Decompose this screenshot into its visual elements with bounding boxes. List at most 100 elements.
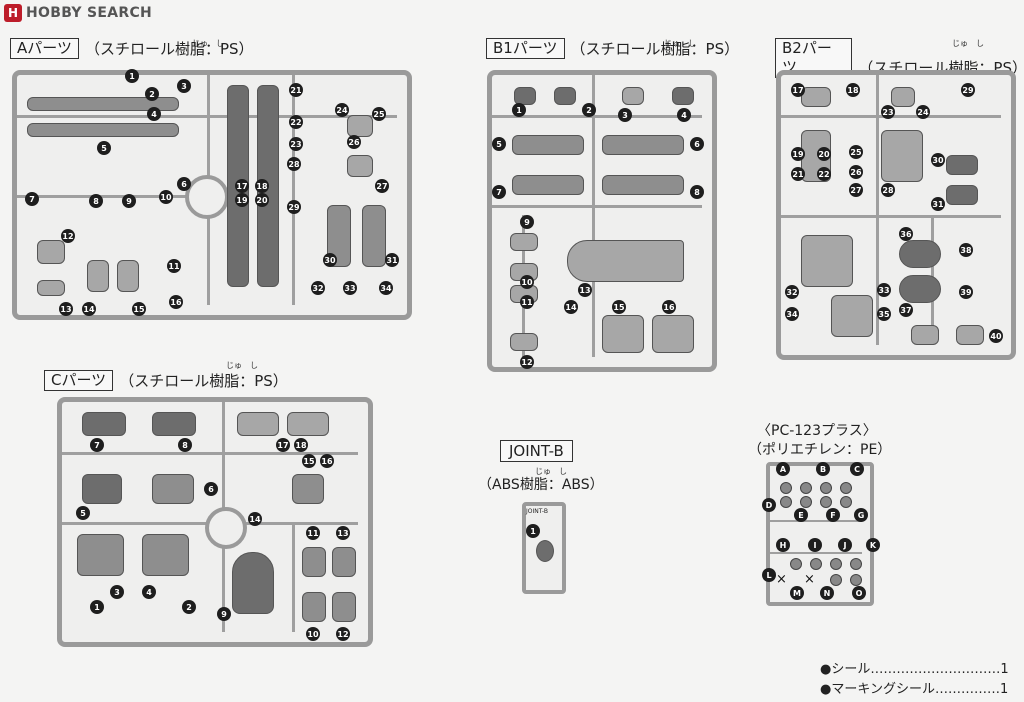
a-part-number: 25 — [372, 107, 386, 121]
c-part-number: 1 — [90, 600, 104, 614]
c-part-number: 16 — [320, 454, 334, 468]
c-part-13 — [332, 547, 356, 577]
b1-material: （スチロール樹脂：PS） — [570, 40, 740, 58]
b1-part-number: 8 — [690, 185, 704, 199]
a-part-number: 15 — [132, 302, 146, 316]
c-part-number: 11 — [306, 526, 320, 540]
a-sprue-frame: 1 3 2 4 5 6 7 8 9 10 11 12 13 14 15 16 1… — [12, 69, 412, 320]
c-part-number: 9 — [217, 607, 231, 621]
a-part-number: 33 — [343, 281, 357, 295]
c-part-11 — [302, 547, 326, 577]
b1-part-number: 11 — [520, 295, 534, 309]
a-part-number: 8 — [89, 194, 103, 208]
a-barrel-part-1 — [27, 97, 179, 111]
b1-sprue-frame: 1 2 3 4 5 6 7 8 9 10 11 12 13 14 15 16 — [487, 70, 717, 372]
c-part-number: 3 — [110, 585, 124, 599]
b2-part-number: 27 — [849, 183, 863, 197]
b1-part-number: 7 — [492, 185, 506, 199]
pe-letter: J — [838, 538, 852, 552]
pe-gate-h1 — [770, 520, 862, 522]
a-header: Aパーツ （スチロール樹脂：PS） — [10, 38, 254, 59]
a-part-number: 19 — [235, 193, 249, 207]
b2-part-number: 22 — [817, 167, 831, 181]
b1-part-number: 15 — [612, 300, 626, 314]
pe-sprue-frame: A B C D E F G H I J K L M N O × × — [762, 462, 880, 606]
a-part-number: 11 — [167, 259, 181, 273]
pe-node — [840, 482, 852, 494]
b1-part-8 — [602, 175, 684, 195]
a-small-part-2 — [87, 260, 109, 292]
b1-part-13 — [567, 240, 684, 282]
a-part-number: 3 — [177, 79, 191, 93]
c-ruby: じゅ し — [226, 361, 258, 370]
a-small-part-1 — [37, 240, 65, 264]
c-part-17 — [237, 412, 279, 436]
c-part-12 — [332, 592, 356, 622]
pe-node — [830, 558, 842, 570]
b2-part-40 — [956, 325, 984, 345]
a-part-number: 5 — [97, 141, 111, 155]
a-small-part-5 — [347, 115, 373, 137]
b2-part-23 — [891, 87, 915, 107]
a-part-number: 34 — [379, 281, 393, 295]
c-part-18 — [287, 412, 329, 436]
c-part-number: 17 — [276, 438, 290, 452]
b2-part-number: 24 — [916, 105, 930, 119]
a-part-number: 10 — [159, 190, 173, 204]
c-part-7 — [82, 412, 126, 436]
b2-part-number: 23 — [881, 105, 895, 119]
b1-part-7 — [512, 175, 584, 195]
pe-cross-mark: × — [776, 572, 787, 587]
c-part-number: 5 — [76, 506, 90, 520]
joint-ruby: じゅ し — [535, 467, 567, 476]
pe-letter: L — [762, 568, 776, 582]
b1-part-number: 6 — [690, 137, 704, 151]
b1-part-number: 9 — [520, 215, 534, 229]
b1-part-number: 13 — [578, 283, 592, 297]
pe-letter: N — [820, 586, 834, 600]
a-label: Aパーツ — [10, 38, 79, 59]
joint-label: JOINT-B — [500, 440, 573, 462]
b1-part-number: 10 — [520, 275, 534, 289]
c-part-number: 15 — [302, 454, 316, 468]
a-part-number: 13 — [59, 302, 73, 316]
pe-letter: H — [776, 538, 790, 552]
b2-part-number: 40 — [989, 329, 1003, 343]
b1-part-16 — [652, 315, 694, 353]
pe-node — [840, 496, 852, 508]
b1-part-9 — [510, 233, 538, 251]
c-runner-hole — [205, 507, 247, 549]
pe-node — [810, 558, 822, 570]
a-barrel-part-2 — [27, 123, 179, 137]
b1-part-15 — [602, 315, 644, 353]
c-part-5 — [82, 474, 122, 504]
a-gate-h2 — [17, 195, 207, 198]
logo-mark: H — [4, 4, 22, 22]
b2-part-number: 29 — [961, 83, 975, 97]
joint-runner-text: JOINT-B — [526, 508, 548, 515]
c-part-number: 2 — [182, 600, 196, 614]
joint-material: （ABS樹脂：ABS） — [478, 477, 604, 493]
b2-part-number: 35 — [877, 307, 891, 321]
a-part-number: 29 — [287, 200, 301, 214]
b2-ruby: じゅ し — [952, 39, 984, 48]
a-part-number: 24 — [335, 103, 349, 117]
a-runner-hole — [185, 175, 229, 219]
pe-letter: E — [794, 508, 808, 522]
a-part-number: 6 — [177, 177, 191, 191]
b2-part-17 — [801, 87, 831, 107]
b2-part-number: 18 — [846, 83, 860, 97]
pe-node — [780, 482, 792, 494]
a-part-number: 22 — [289, 115, 303, 129]
b1-part-number: 14 — [564, 300, 578, 314]
c-part-number: 13 — [336, 526, 350, 540]
b2-part-number: 38 — [959, 243, 973, 257]
c-part-8 — [152, 412, 196, 436]
a-small-part-4 — [37, 280, 65, 296]
b1-gate-h2 — [492, 205, 702, 208]
site-logo: H HOBBY SEARCH — [4, 4, 152, 22]
b1-gate-v1 — [592, 75, 595, 357]
a-ruby: じゅ し — [192, 39, 224, 48]
legend-marking-count: 1 — [999, 682, 1009, 697]
a-armor-part-1 — [327, 205, 351, 267]
